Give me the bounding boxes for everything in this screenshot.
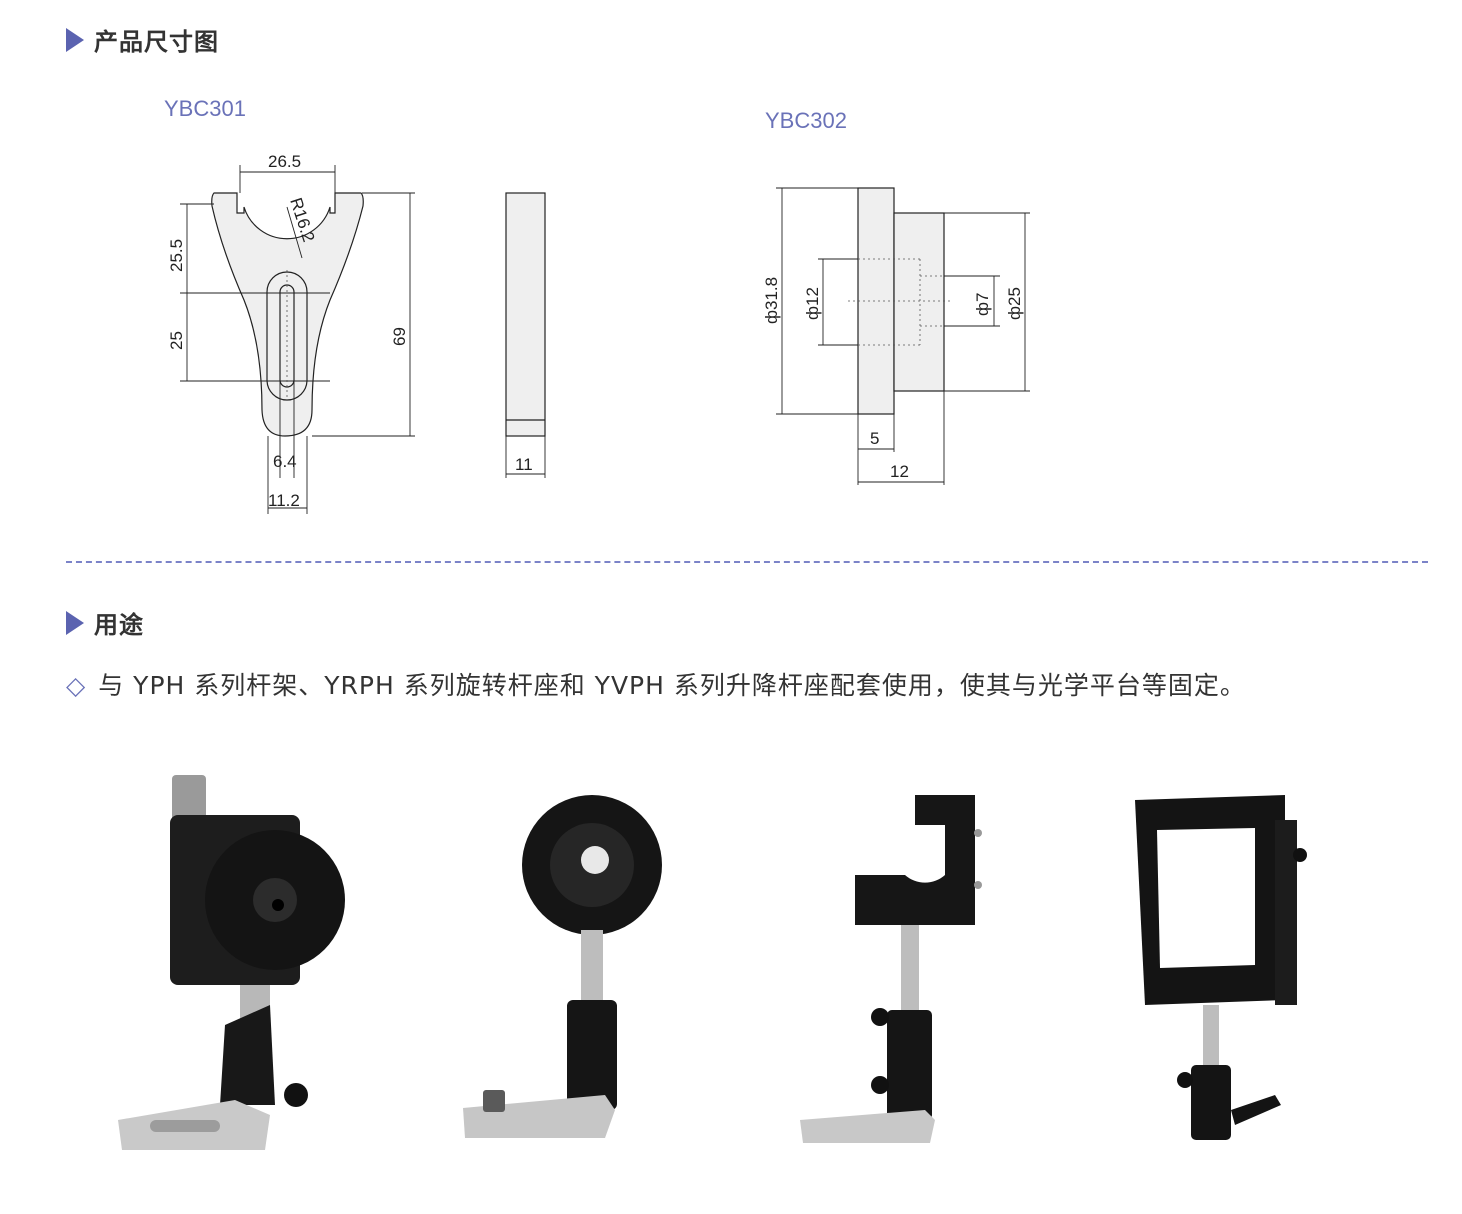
kinematic-mount-photo bbox=[800, 795, 982, 1143]
usage-section-title: 用途 bbox=[66, 605, 144, 640]
dimensions-section-title: 产品尺寸图 bbox=[66, 22, 219, 57]
lens-holder-mount-photo bbox=[463, 795, 662, 1138]
dimensions-title-label: 产品尺寸图 bbox=[94, 28, 219, 56]
model-label-ybc302: YBC302 bbox=[765, 108, 847, 133]
diamond-bullet-icon: ◇ bbox=[66, 671, 87, 700]
triangle-bullet-icon bbox=[66, 610, 84, 635]
ybc301-side-view bbox=[505, 192, 546, 437]
dim-thickness: 11 bbox=[515, 455, 533, 474]
dim-hole-dia: ф7 bbox=[973, 293, 992, 316]
triangle-bullet-icon bbox=[66, 27, 84, 52]
dim-slot-width: 6.4 bbox=[273, 452, 297, 471]
dim-total-length: 12 bbox=[890, 462, 909, 481]
dim-outer-dia: ф31.8 bbox=[762, 277, 781, 324]
dim-inner-dia: ф12 bbox=[803, 287, 822, 320]
dashed-divider bbox=[66, 561, 1428, 563]
dim-slot-height: 25 bbox=[167, 331, 186, 350]
rectangular-frame-mount-photo bbox=[1135, 795, 1307, 1140]
dim-upper-height: 25.5 bbox=[167, 239, 186, 272]
usage-text: 与 YPH 系列杆架、YRPH 系列旋转杆座和 YVPH 系列升降杆座配套使用，… bbox=[98, 671, 1246, 700]
dim-total-height: 69 bbox=[390, 327, 409, 346]
dim-top-width: 26.5 bbox=[268, 152, 301, 171]
technical-drawings: 26.5 R16.2 25.5 25 69 6.4 11.2 11 ф31.8 … bbox=[167, 152, 1030, 514]
usage-title-label: 用途 bbox=[94, 611, 144, 639]
dim-flange-thickness: 5 bbox=[870, 429, 879, 448]
usage-description: ◇ 与 YPH 系列杆架、YRPH 系列旋转杆座和 YVPH 系列升降杆座配套使用… bbox=[66, 666, 1246, 702]
dim-boss-dia: ф25 bbox=[1005, 287, 1024, 320]
ybc302-boss bbox=[893, 212, 945, 392]
dim-base-width: 11.2 bbox=[268, 491, 300, 510]
model-label-ybc301: YBC301 bbox=[164, 96, 246, 121]
rotation-stage-mount-photo bbox=[118, 775, 345, 1150]
